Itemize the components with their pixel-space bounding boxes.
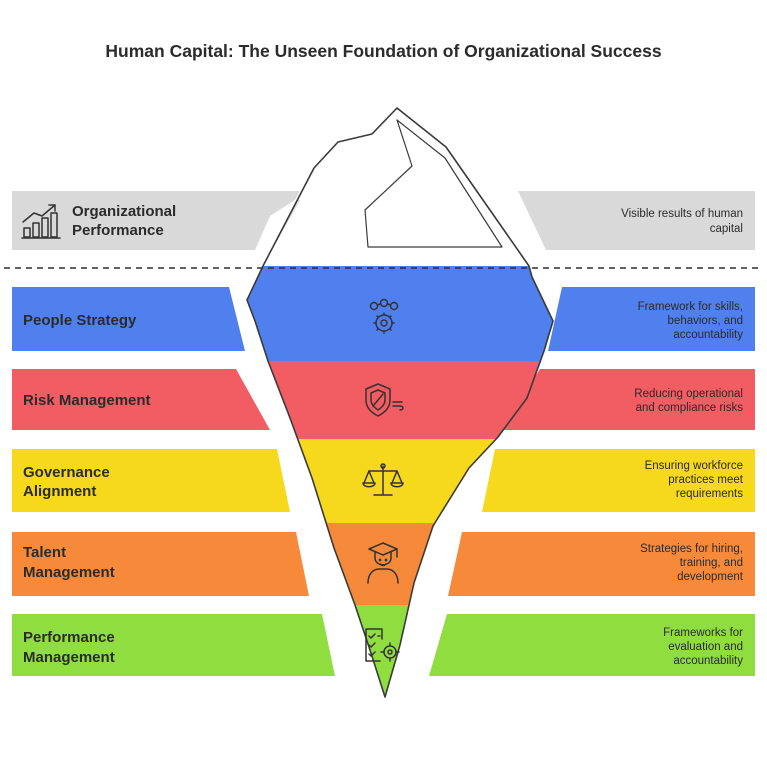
svg-text:Performance: Performance — [23, 629, 115, 646]
governance-alignment-desc-line2: practices meet — [668, 474, 744, 486]
talent-management-right-band — [448, 532, 755, 596]
balance-scale-icon — [362, 463, 404, 496]
svg-text:practices meet: practices meet — [668, 474, 744, 486]
top-layer-desc-line2: capital — [710, 223, 743, 235]
shield-icon — [365, 383, 404, 417]
risk-management-right-band — [501, 369, 755, 430]
risk-management-desc-line1: Reducing operational — [634, 388, 743, 400]
performance-management-desc-line2: evaluation and — [668, 641, 743, 653]
performance-management-desc-line3: accountability — [673, 655, 743, 667]
svg-text:Performance: Performance — [72, 222, 164, 239]
governance-alignment-right-band — [482, 449, 755, 512]
svg-text:Framework for skills,: Framework for skills, — [638, 301, 743, 313]
svg-text:Frameworks for: Frameworks for — [663, 627, 743, 639]
people-strategy-right-band — [548, 287, 755, 351]
talent-management-label-line1: Talent — [23, 544, 66, 561]
people-strategy-left-band — [12, 287, 245, 351]
svg-text:Governance: Governance — [23, 464, 110, 481]
growth-chart-icon — [21, 204, 61, 239]
top-layer-label-line1: Organizational — [72, 203, 176, 220]
svg-text:Visible results of human: Visible results of human — [621, 208, 743, 220]
svg-text:evaluation and: evaluation and — [668, 641, 743, 653]
governance-alignment-label-line1: Governance — [23, 464, 110, 481]
talent-management-desc-line2: training, and — [680, 557, 743, 569]
top-right-band — [518, 191, 755, 250]
svg-text:and compliance risks: and compliance risks — [636, 402, 744, 414]
svg-text:development: development — [677, 571, 744, 583]
iceberg-outline — [246, 107, 554, 698]
top-layer-label-line2: Performance — [72, 222, 164, 239]
graduate-icon — [367, 542, 399, 584]
svg-text:Strategies for hiring,: Strategies for hiring, — [640, 543, 743, 555]
svg-text:training, and: training, and — [680, 557, 743, 569]
svg-text:Alignment: Alignment — [23, 483, 96, 500]
talent-management-left-band — [12, 532, 309, 596]
governance-alignment-left-band — [12, 449, 290, 512]
performance-management-right-band — [429, 614, 755, 676]
svg-text:Management: Management — [23, 649, 115, 666]
svg-text:Talent: Talent — [23, 544, 66, 561]
governance-alignment-desc-line1: Ensuring workforce — [645, 460, 743, 472]
people-strategy-desc-line1: Framework for skills, — [638, 301, 743, 313]
governance-alignment-desc-line3: requirements — [676, 488, 743, 500]
svg-text:Reducing operational: Reducing operational — [634, 388, 743, 400]
governance-alignment-label-line2: Alignment — [23, 483, 96, 500]
risk-management-label: Risk Management — [23, 392, 151, 409]
top-layer-desc-line1: Visible results of human — [621, 208, 743, 220]
performance-management-desc-line1: Frameworks for — [663, 627, 743, 639]
svg-text:People Strategy: People Strategy — [23, 312, 137, 329]
svg-text:behaviors, and: behaviors, and — [668, 315, 743, 327]
talent-management-desc-line1: Strategies for hiring, — [640, 543, 743, 555]
talent-management-label-line2: Management — [23, 564, 115, 581]
checklist-gear-icon — [365, 628, 400, 662]
risk-management-desc-line2: and compliance risks — [636, 402, 744, 414]
risk-management-left-band — [12, 369, 270, 430]
talent-management-desc-line3: development — [677, 571, 744, 583]
svg-text:Ensuring workforce: Ensuring workforce — [645, 460, 743, 472]
top-left-band — [12, 191, 300, 250]
svg-text:capital: capital — [710, 223, 743, 235]
svg-text:Risk Management: Risk Management — [23, 392, 151, 409]
performance-management-label-line1: Performance — [23, 629, 115, 646]
people-strategy-label: People Strategy — [23, 312, 137, 329]
people-strategy-desc-line2: behaviors, and — [668, 315, 743, 327]
svg-text:accountability: accountability — [673, 329, 743, 341]
performance-management-label-line2: Management — [23, 649, 115, 666]
performance-management-left-band — [12, 614, 335, 676]
svg-text:requirements: requirements — [676, 488, 743, 500]
svg-text:accountability: accountability — [673, 655, 743, 667]
svg-text:Organizational: Organizational — [72, 203, 176, 220]
people-strategy-desc-line3: accountability — [673, 329, 743, 341]
people-network-gear-icon — [369, 298, 399, 334]
diagram-title: Human Capital: The Unseen Foundation of … — [105, 41, 661, 61]
svg-text:Management: Management — [23, 564, 115, 581]
